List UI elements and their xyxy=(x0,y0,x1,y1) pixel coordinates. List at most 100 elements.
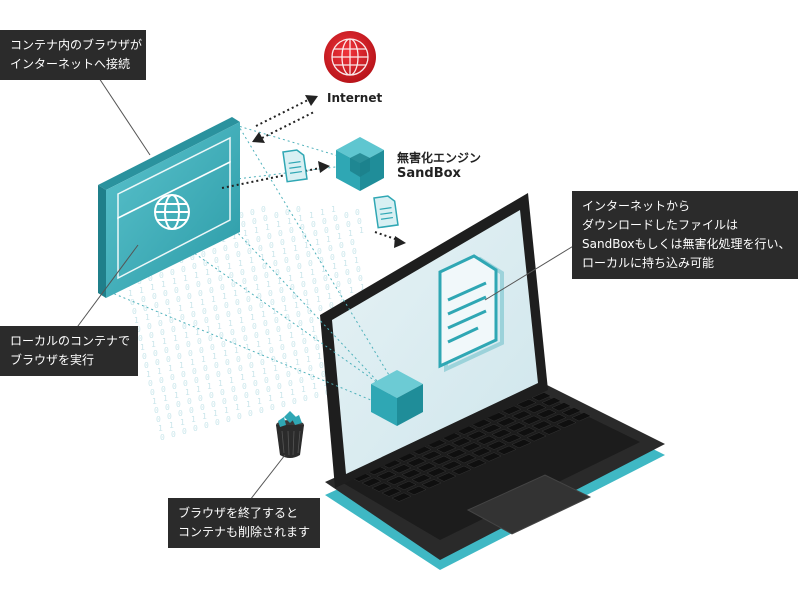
binary-digit: 0 xyxy=(321,370,326,379)
binary-digit: 1 xyxy=(218,379,223,388)
binary-digit: 0 xyxy=(177,352,182,361)
binary-digit: 1 xyxy=(276,220,281,229)
binary-digit: 0 xyxy=(355,208,360,217)
binary-digit: 1 xyxy=(261,310,266,319)
trash-icon xyxy=(276,411,304,458)
binary-digit: 1 xyxy=(312,382,317,391)
binary-digit: 0 xyxy=(347,277,352,286)
binary-digit: 0 xyxy=(215,418,220,427)
binary-digit: 1 xyxy=(310,268,315,277)
binary-digit: 1 xyxy=(332,262,337,271)
keyboard-key xyxy=(381,487,402,497)
binary-digit: 0 xyxy=(214,256,219,265)
binary-digit: 1 xyxy=(238,259,243,268)
binary-digit: 1 xyxy=(202,412,207,421)
binary-digit: 0 xyxy=(335,223,340,232)
binary-digit: 1 xyxy=(293,244,298,253)
binary-digit: 0 xyxy=(148,274,153,283)
binary-digit: 0 xyxy=(159,271,164,280)
binary-digit: 1 xyxy=(196,385,201,394)
binary-digit: 0 xyxy=(219,331,224,340)
binary-digit: 0 xyxy=(346,220,351,229)
binary-digit: 0 xyxy=(260,358,265,367)
binary-digit: 0 xyxy=(330,253,335,262)
binary-digit: 0 xyxy=(271,355,276,364)
binary-digit: 1 xyxy=(298,214,303,223)
binary-digit: 0 xyxy=(289,226,294,235)
binary-digit: 0 xyxy=(207,277,212,286)
sandbox-arrow-head xyxy=(318,161,330,173)
binary-digit: 1 xyxy=(158,424,163,433)
binary-digit: 1 xyxy=(228,319,233,328)
binary-digit: 0 xyxy=(263,319,268,328)
arrow-head-up xyxy=(305,95,318,106)
binary-digit: 0 xyxy=(180,313,185,322)
keyboard-key xyxy=(486,440,507,450)
binary-digit: 0 xyxy=(226,415,231,424)
binary-digit: 1 xyxy=(183,274,188,283)
binary-digit: 0 xyxy=(171,325,176,334)
keyboard-key xyxy=(371,482,392,492)
binary-digit: 0 xyxy=(292,397,297,406)
binary-digit: 0 xyxy=(329,301,334,310)
arrow-head-down xyxy=(252,132,265,143)
binary-digit: 0 xyxy=(304,346,309,355)
binary-digit: 0 xyxy=(210,343,215,352)
binary-digit: 1 xyxy=(260,253,265,262)
binary-digit: 0 xyxy=(160,433,165,442)
keyboard-key xyxy=(556,418,577,429)
binary-digit: 0 xyxy=(156,415,161,424)
binary-digit: 0 xyxy=(209,286,214,295)
binary-digit: 1 xyxy=(315,238,320,247)
binary-digit: 0 xyxy=(200,403,205,412)
binary-digit: 1 xyxy=(179,361,184,370)
binary-texture: 1100000000000001111111111100000000000000… xyxy=(110,205,365,442)
binary-digit: 1 xyxy=(157,367,162,376)
binary-digit: 1 xyxy=(172,277,177,286)
binary-digit: 1 xyxy=(295,358,300,367)
binary-digit: 1 xyxy=(343,259,348,268)
binary-digit: 0 xyxy=(323,274,328,283)
binary-digit: 0 xyxy=(308,259,313,268)
keyboard-key xyxy=(436,472,457,482)
binary-digit: 1 xyxy=(283,304,288,313)
binary-digit: 1 xyxy=(211,295,216,304)
binary-digit: 0 xyxy=(284,256,289,265)
binary-digit: 0 xyxy=(278,229,283,238)
binary-digit: 0 xyxy=(249,361,254,370)
binary-digit: 1 xyxy=(232,232,237,241)
binary-digit: 1 xyxy=(229,376,234,385)
binary-digit: 1 xyxy=(205,268,210,277)
binary-digit: 1 xyxy=(321,265,326,274)
binary-digit: 0 xyxy=(136,325,141,334)
binary-digit: 0 xyxy=(192,367,197,376)
keyboard-key xyxy=(506,422,527,432)
binary-digit: 1 xyxy=(337,232,342,241)
binary-digit: 0 xyxy=(198,394,203,403)
binary-digit: 0 xyxy=(317,247,322,256)
callout-line: コンテナ内のブラウザが xyxy=(10,38,143,52)
binary-digit: 0 xyxy=(350,238,355,247)
binary-digit: 0 xyxy=(290,283,295,292)
binary-digit: 1 xyxy=(320,208,325,217)
container-cube-icon xyxy=(371,370,423,426)
binary-digit: 0 xyxy=(174,286,179,295)
binary-digit: 0 xyxy=(322,217,327,226)
binary-digit: 0 xyxy=(270,403,275,412)
keyboard-key xyxy=(521,415,542,425)
binary-digit: 1 xyxy=(234,346,239,355)
binary-digit: 0 xyxy=(167,412,172,421)
binary-digit: 0 xyxy=(186,340,191,349)
binary-digit: 1 xyxy=(282,247,287,256)
download-arrow-head xyxy=(394,236,406,248)
binary-digit: 0 xyxy=(262,262,267,271)
binary-digit: 1 xyxy=(290,388,295,397)
binary-digit: 0 xyxy=(314,391,319,400)
keyboard-key xyxy=(531,420,552,430)
keyboard-key xyxy=(476,435,497,445)
binary-digit: 1 xyxy=(134,316,139,325)
binary-digit: 0 xyxy=(150,388,155,397)
binary-digit: 1 xyxy=(151,340,156,349)
binary-digit: 0 xyxy=(247,247,252,256)
binary-digit: 1 xyxy=(233,289,238,298)
